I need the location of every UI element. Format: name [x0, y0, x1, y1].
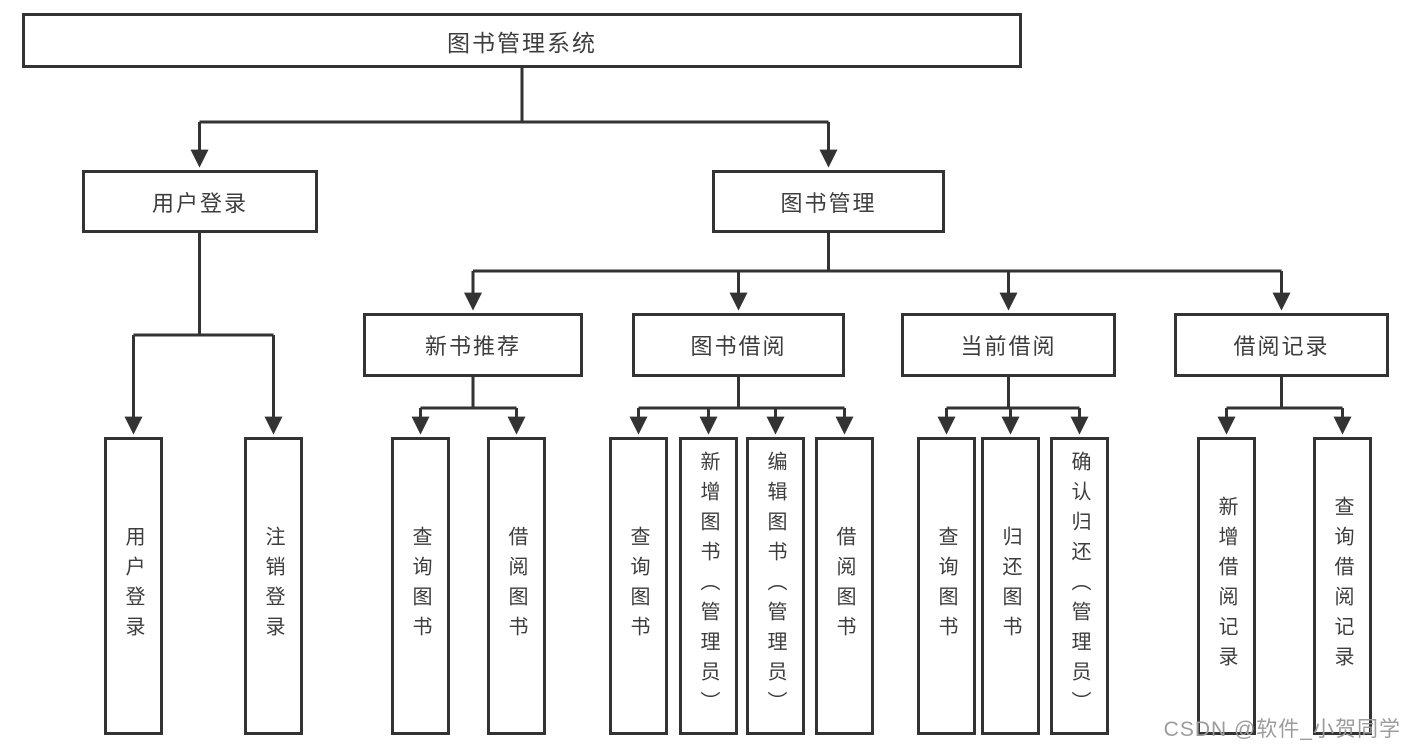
- node-book-management: 图书管理: [712, 170, 945, 233]
- leaf-user-login: 用户登录: [104, 437, 163, 735]
- leaf-current-return-books: 归还图书: [981, 437, 1040, 735]
- leaf-borrow-edit-books-admin: 编辑图书（管理员）: [746, 437, 805, 735]
- leaf-logout: 注销登录: [244, 437, 303, 735]
- leaf-borrow-add-books-admin: 新增图书（管理员）: [679, 437, 738, 735]
- connector-root-bus: [199, 66, 829, 124]
- connector-records-bus: [1226, 375, 1343, 410]
- leaf-current-confirm-return-admin: 确认归还（管理员）: [1050, 437, 1109, 735]
- node-root-system: 图书管理系统: [22, 13, 1022, 68]
- node-new-book-recommend: 新书推荐: [363, 313, 583, 377]
- leaf-recommend-query-books: 查询图书: [391, 437, 450, 735]
- node-borrow-records: 借阅记录: [1174, 313, 1389, 377]
- node-user-login: 用户登录: [82, 170, 318, 233]
- connector-recommend-bus: [420, 375, 517, 410]
- leaf-records-add-record: 新增借阅记录: [1197, 437, 1256, 735]
- connector-current-bus: [946, 375, 1080, 410]
- node-book-borrow: 图书借阅: [632, 313, 845, 377]
- leaf-recommend-borrow-books: 借阅图书: [487, 437, 546, 735]
- leaf-borrow-query-books: 查询图书: [609, 437, 668, 735]
- leaf-records-query-record: 查询借阅记录: [1313, 437, 1372, 735]
- csdn-watermark: CSDN @软件_小贺同学: [1163, 718, 1401, 741]
- connector-management-bus: [473, 231, 1282, 273]
- connector-login-bus: [133, 231, 274, 337]
- connector-borrow-bus: [638, 375, 845, 410]
- leaf-current-query-books: 查询图书: [917, 437, 976, 735]
- leaf-borrow-borrow-books: 借阅图书: [815, 437, 874, 735]
- node-current-borrow: 当前借阅: [901, 313, 1116, 377]
